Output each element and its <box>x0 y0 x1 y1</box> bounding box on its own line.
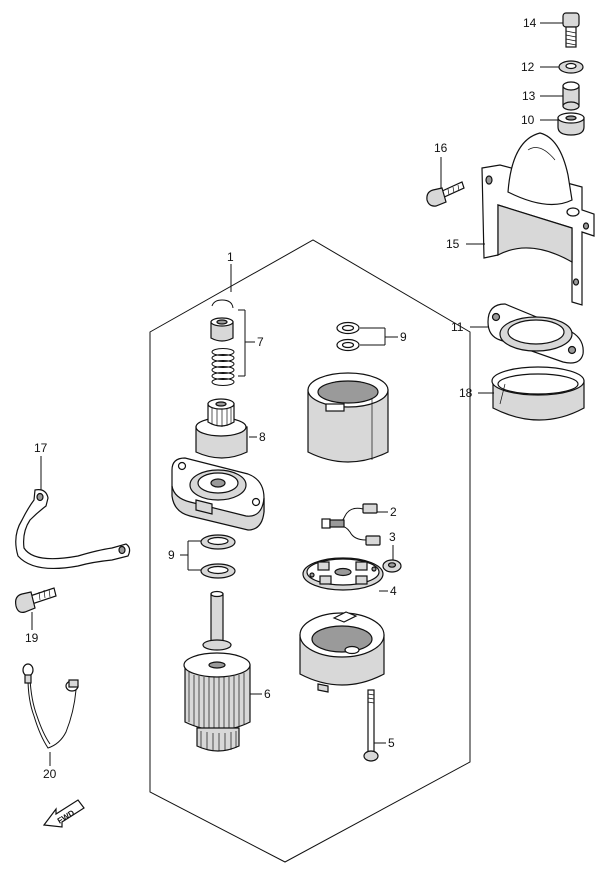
part-14-bolt <box>562 12 580 48</box>
callout-19: 19 <box>25 631 39 645</box>
callout-11: 11 <box>451 320 464 334</box>
part-19-bolt <box>15 587 57 613</box>
part-5-through-bolt <box>363 689 379 762</box>
callout-16: 16 <box>434 141 448 155</box>
callout-18: 18 <box>459 386 473 400</box>
part-3-nut <box>382 559 402 573</box>
callout-2: 2 <box>390 505 397 519</box>
part-2-brushes <box>321 503 381 546</box>
callout-13: 13 <box>522 89 536 103</box>
front-bracket <box>171 457 265 531</box>
part-8-pinion <box>195 398 248 459</box>
part-7-pinion-stop-set <box>210 299 235 386</box>
part-4-brush-holder <box>302 557 384 591</box>
part-12-washer <box>558 60 584 74</box>
callout-1: 1 <box>227 250 234 264</box>
callout-6: 6 <box>264 687 271 701</box>
callout-15: 15 <box>446 237 460 251</box>
callout-10: 10 <box>521 113 535 127</box>
part-10-grommet <box>557 112 585 136</box>
part-16-bolt <box>426 181 465 207</box>
part-6-armature <box>183 590 251 752</box>
callout-7: 7 <box>257 335 264 349</box>
part-11-flange <box>487 303 584 364</box>
part-9-washers-upper <box>336 321 360 352</box>
part-17-clamp <box>15 489 131 570</box>
callout-20: 20 <box>43 767 57 781</box>
callout-14: 14 <box>523 16 537 30</box>
callout-17: 17 <box>34 441 48 455</box>
callout-3: 3 <box>389 530 396 544</box>
rear-end-cover <box>299 611 385 693</box>
callout-4: 4 <box>390 584 397 598</box>
callout-12: 12 <box>521 60 535 74</box>
callout-9-upper: 9 <box>400 330 407 344</box>
starter-assembly-boundary <box>149 239 471 863</box>
part-15-bracket <box>481 132 595 306</box>
part-9-washers-lower <box>200 534 236 579</box>
yoke-housing <box>307 372 389 463</box>
callout-9-lower: 9 <box>168 548 175 562</box>
part-20-cable <box>22 663 79 749</box>
callout-8: 8 <box>259 430 266 444</box>
fwd-direction-arrow: FWD <box>42 799 85 828</box>
part-18-band <box>491 366 585 421</box>
part-13-collar <box>562 81 580 111</box>
callout-5: 5 <box>388 736 395 750</box>
